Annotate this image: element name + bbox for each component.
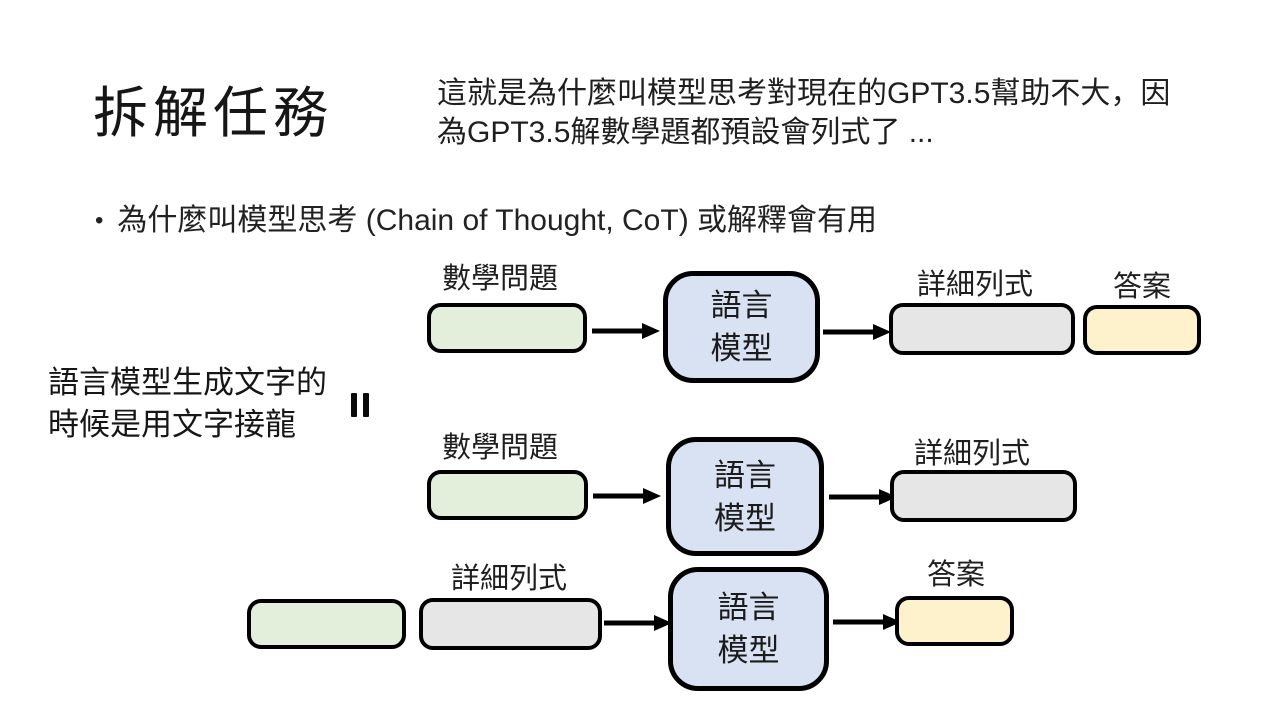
instructor-note: 這就是為什麼叫模型思考對現在的GPT3.5幫助不大，因 為GPT3.5解數學題都… bbox=[437, 74, 1237, 152]
ditto-quote-icon bbox=[351, 393, 369, 417]
model-box-label-line-2: 模型 bbox=[710, 331, 773, 366]
model-box-label-line-2: 模型 bbox=[717, 633, 780, 668]
arrow-right-icon bbox=[604, 615, 672, 631]
row1-answer-label: 答案 bbox=[1112, 271, 1172, 303]
side-note: 語言模型生成文字的 時候是用文字接龍 bbox=[48, 362, 327, 446]
side-note-line-1: 語言模型生成文字的 bbox=[48, 365, 327, 400]
row2-math-problem-label: 數學問題 bbox=[441, 432, 559, 464]
row3-detailed-steps-label: 詳細列式 bbox=[450, 563, 568, 595]
model-box-label-line-2: 模型 bbox=[714, 500, 776, 536]
arrow-right-icon bbox=[593, 488, 661, 504]
instructor-note-line-1: 這就是為什麼叫模型思考對現在的GPT3.5幫助不大，因 bbox=[437, 77, 1171, 110]
row2-detailed-steps-label: 詳細列式 bbox=[913, 438, 1031, 470]
row1-detailed-steps-label: 詳細列式 bbox=[916, 269, 1034, 301]
row1-detailed-steps-box bbox=[889, 303, 1075, 355]
bullet-point: • 為什麼叫模型思考 (Chain of Thought, CoT) 或解釋會有用 bbox=[95, 195, 877, 239]
row3-input-box bbox=[247, 599, 406, 649]
model-box-label-line-1: 語言 bbox=[717, 590, 780, 625]
row2-language-model-box: 語言 模型 bbox=[666, 437, 824, 556]
row1-math-problem-box bbox=[427, 303, 587, 353]
row2-math-problem-box bbox=[427, 470, 588, 520]
bullet-marker-icon: • bbox=[95, 207, 104, 234]
instructor-note-line-2: 為GPT3.5解數學題都預設會列式了 ... bbox=[437, 116, 934, 149]
row1-math-problem-label: 數學問題 bbox=[441, 263, 559, 295]
row1-language-model-box: 語言 模型 bbox=[663, 271, 820, 383]
model-box-label-line-1: 語言 bbox=[714, 457, 776, 493]
row1-answer-box bbox=[1083, 305, 1201, 355]
row3-detailed-steps-box bbox=[419, 598, 602, 650]
arrow-right-icon bbox=[823, 324, 891, 340]
arrow-right-icon bbox=[833, 614, 901, 630]
row3-language-model-box: 語言 模型 bbox=[668, 567, 829, 691]
slide-title: 拆解任務 bbox=[93, 82, 334, 144]
model-box-label-line-1: 語言 bbox=[710, 288, 773, 323]
arrow-right-icon bbox=[829, 489, 897, 505]
side-note-line-2: 時候是用文字接龍 bbox=[48, 407, 296, 442]
row3-answer-label: 答案 bbox=[926, 559, 986, 591]
arrow-right-icon bbox=[592, 323, 660, 339]
row3-answer-box bbox=[895, 596, 1014, 646]
bullet-text: 為什麼叫模型思考 (Chain of Thought, CoT) 或解釋會有用 bbox=[117, 204, 878, 237]
row2-detailed-steps-box bbox=[890, 470, 1077, 522]
